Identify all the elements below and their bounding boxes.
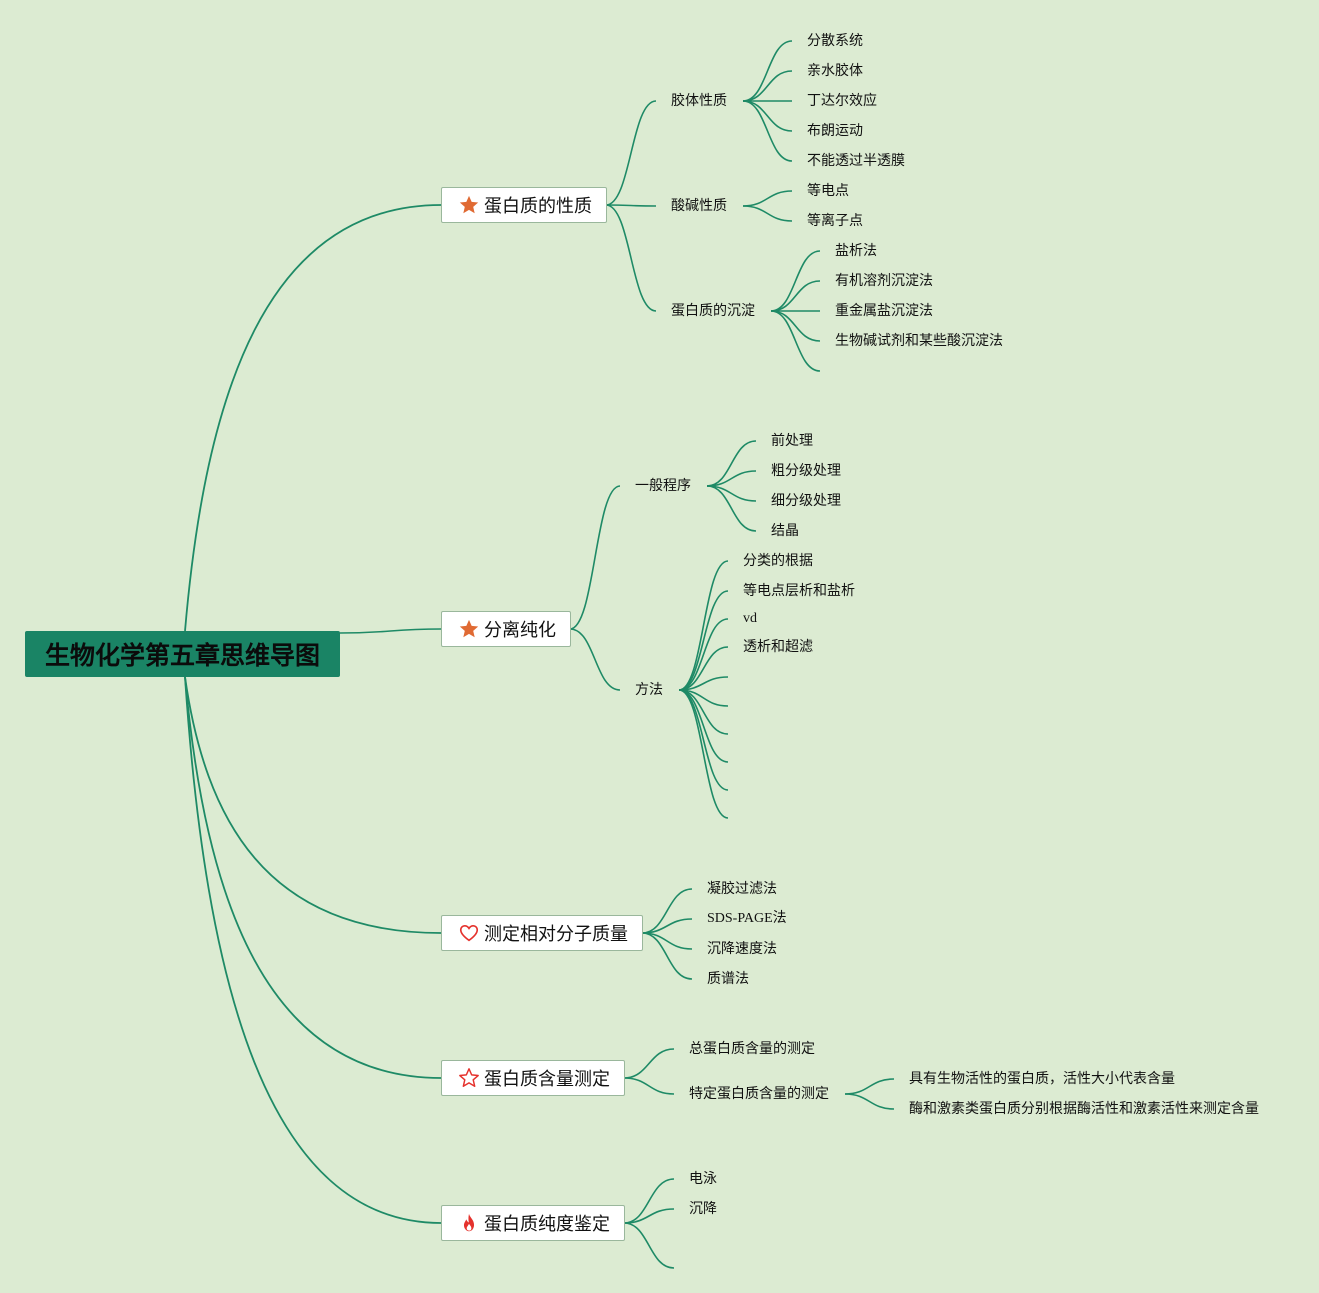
root-topic[interactable]: 生物化学第五章思维导图 [25,631,340,677]
sub-general-procedure[interactable]: 一般程序 [635,478,691,494]
leaf-item[interactable]: 酶和激素类蛋白质分别根据酶活性和激素活性来测定含量 [909,1101,1259,1117]
star-outline-icon [458,1067,480,1089]
connector-line [844,1078,895,1095]
star-filled-icon [458,618,480,640]
connector-line [742,100,793,162]
connector-line [623,1048,675,1079]
connector-line [605,100,657,206]
leaf-item[interactable]: 透析和超滤 [743,639,813,655]
branch-protein-properties[interactable]: 蛋白质的性质 [441,187,607,223]
branch-label: 测定相对分子质量 [484,924,628,945]
connector-line [770,310,821,372]
leaf-item[interactable]: 分散系统 [807,33,863,49]
branch-protein-content[interactable]: 蛋白质含量测定 [441,1060,625,1096]
leaf-item[interactable]: 亲水胶体 [807,63,863,79]
leaf-item[interactable]: 盐析法 [835,243,877,259]
branch-purity[interactable]: 蛋白质纯度鉴定 [441,1205,625,1241]
connector-line [623,1077,675,1095]
connector-line [742,40,793,102]
leaf-item[interactable]: 等电点层析和盐析 [743,583,855,599]
leaf-item[interactable]: 凝胶过滤法 [707,881,777,897]
branch-label: 分离纯化 [484,620,556,641]
leaf-item[interactable]: 沉降速度法 [707,941,777,957]
leaf-item[interactable]: 分类的根据 [743,553,813,569]
sub-colloid-properties[interactable]: 胶体性质 [671,93,727,109]
connector-line [706,485,757,532]
sub-total-protein[interactable]: 总蛋白质含量的测定 [689,1041,815,1057]
branch-label: 蛋白质纯度鉴定 [484,1214,610,1235]
connector-line [742,190,793,207]
branch-separation-purification[interactable]: 分离纯化 [441,611,571,647]
leaf-item[interactable]: SDS-PAGE法 [707,911,787,926]
leaf-item[interactable]: 电泳 [689,1171,717,1187]
sub-methods[interactable]: 方法 [635,682,663,698]
connector-line [641,888,693,934]
connector-line [623,1178,675,1224]
branch-label: 蛋白质含量测定 [484,1069,610,1090]
connector-line [678,618,729,691]
connector-line [770,250,821,312]
root-connector-line [184,204,442,632]
sub-protein-precipitation[interactable]: 蛋白质的沉淀 [671,303,755,319]
connector-line [770,310,821,342]
leaf-item[interactable]: 不能透过半透膜 [807,153,905,169]
leaf-item[interactable]: 丁达尔效应 [807,93,877,109]
leaf-item[interactable]: 前处理 [771,433,813,449]
sub-specific-protein[interactable]: 特定蛋白质含量的测定 [689,1086,829,1102]
leaf-item[interactable]: 等电点 [807,183,849,199]
leaf-item[interactable]: 生物碱试剂和某些酸沉淀法 [835,333,1003,349]
leaf-item[interactable]: 细分级处理 [771,493,841,509]
connector-line [678,560,729,691]
connector-line [623,1222,675,1269]
fire-icon [458,1212,480,1234]
connector-line [569,628,621,691]
star-filled-icon [458,194,480,216]
leaf-item[interactable]: vd [743,611,757,626]
leaf-item[interactable]: 等离子点 [807,213,863,229]
connector-line [623,1208,675,1224]
connector-line [742,100,793,132]
heart-outline-icon [458,922,480,944]
connector-line [605,204,657,207]
connector-line [678,646,729,691]
branch-molecular-weight[interactable]: 测定相对分子质量 [441,915,643,951]
connector-line [770,280,821,312]
root-connector-line [339,628,442,634]
connector-line [678,590,729,691]
root-connector-line [184,676,442,1224]
connector-line [678,689,729,819]
connector-line [605,204,657,312]
root-connector-line [184,676,442,1079]
connector-line [569,485,621,630]
leaf-item[interactable]: 结晶 [771,523,799,539]
leaf-item[interactable]: 布朗运动 [807,123,863,139]
connector-line [844,1093,895,1110]
connector-line [742,70,793,102]
leaf-item[interactable]: 重金属盐沉淀法 [835,303,933,319]
leaf-item[interactable]: 粗分级处理 [771,463,841,479]
sub-acid-base-properties[interactable]: 酸碱性质 [671,198,727,214]
connector-line [641,932,693,980]
leaf-item[interactable]: 有机溶剂沉淀法 [835,273,933,289]
branch-label: 蛋白质的性质 [484,196,592,217]
connector-line [742,205,793,222]
root-connector-line [184,676,442,934]
leaf-item[interactable]: 质谱法 [707,971,749,987]
connector-line [706,440,757,487]
leaf-item[interactable]: 具有生物活性的蛋白质，活性大小代表含量 [909,1071,1175,1087]
leaf-item[interactable]: 沉降 [689,1201,717,1217]
